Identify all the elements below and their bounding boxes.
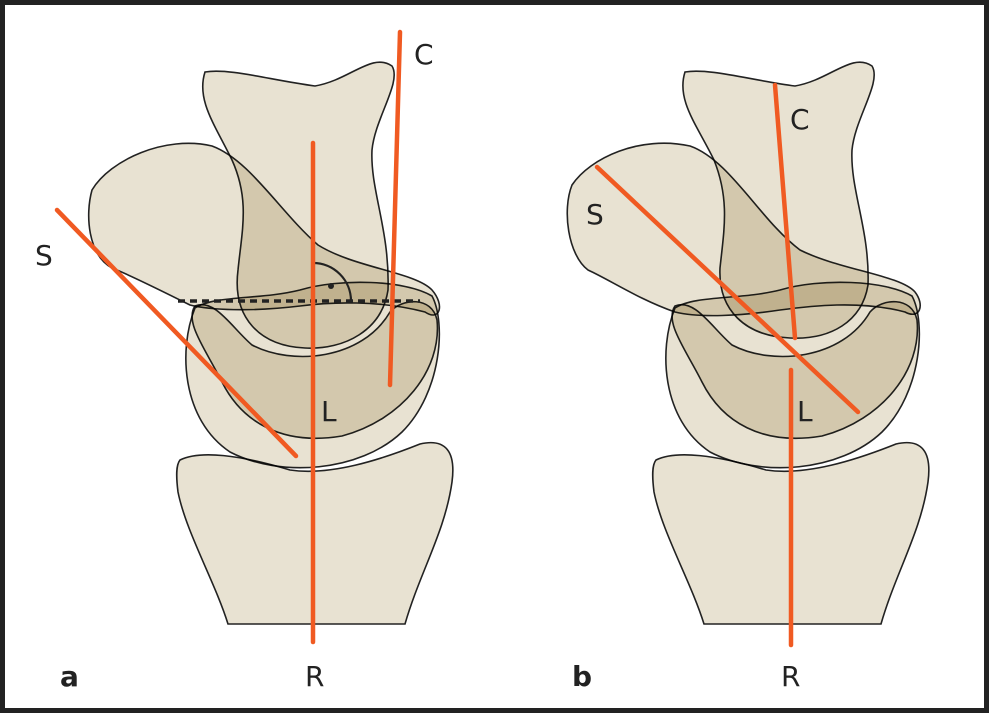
panel-a: C S L R a	[35, 29, 454, 693]
label-r: R	[305, 660, 324, 693]
label-s: S	[35, 239, 53, 272]
panel-label-b: b	[572, 660, 592, 693]
panel-label-a: a	[60, 660, 79, 693]
scaphoid-axis	[594, 164, 861, 415]
label-r: R	[781, 660, 800, 693]
capitate-bone	[682, 61, 875, 339]
capitate-axis	[772, 82, 798, 341]
label-l: L	[321, 395, 337, 428]
right-angle-arc	[312, 261, 353, 302]
lunate-bone	[671, 300, 919, 440]
capitate-bone	[201, 61, 395, 349]
panel-b: C S L R b	[566, 61, 930, 693]
scaphoid-axis	[54, 207, 299, 459]
label-c: C	[414, 38, 434, 71]
right-angle-dot	[328, 283, 334, 289]
label-c: C	[790, 103, 810, 136]
label-l: L	[797, 395, 813, 428]
capitate-axis	[387, 29, 403, 388]
label-s: S	[586, 198, 604, 231]
